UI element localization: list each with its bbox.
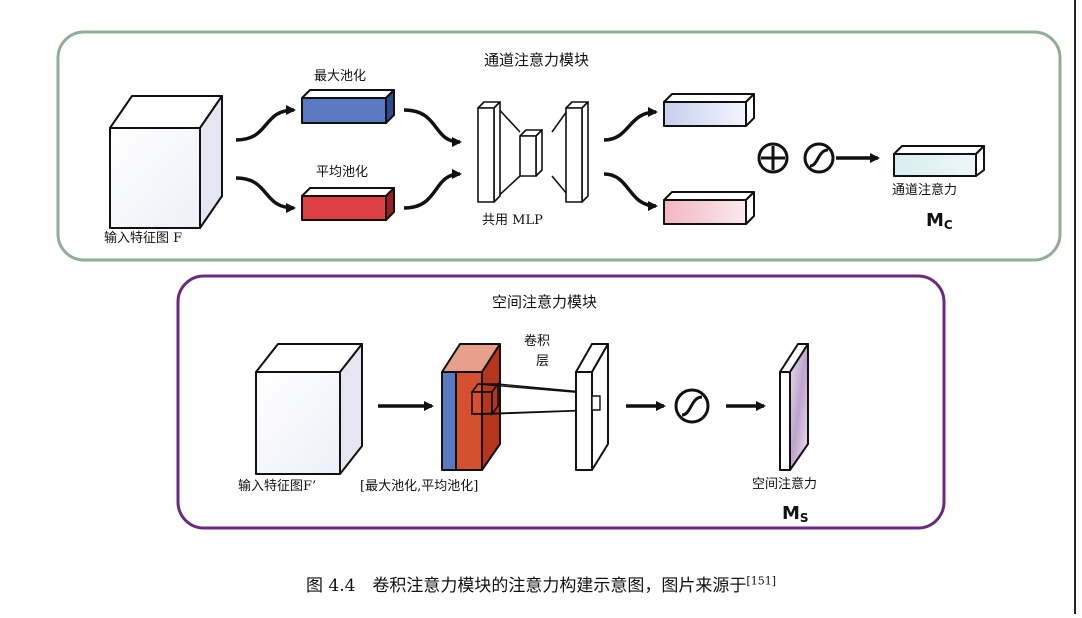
channel-module-frame xyxy=(56,30,1062,262)
add-operator-icon xyxy=(757,142,789,174)
spatial-module-frame xyxy=(176,274,946,530)
channel-input-label: 输入特征图 F xyxy=(104,231,183,246)
sigmoid-icon xyxy=(803,142,835,174)
shared-mlp xyxy=(477,101,589,203)
channel-attention-output-bar xyxy=(893,145,985,177)
avg-pool-bar xyxy=(301,187,395,221)
pooled-feature-maps xyxy=(441,343,501,471)
max-pool-label: 最大池化 xyxy=(314,69,367,84)
spatial-module-title: 空间注意力模块 xyxy=(492,293,598,311)
spatial-attention-symbol: MS xyxy=(782,503,809,525)
spatial-attention-output-slab xyxy=(779,343,809,471)
avg-pool-label: 平均池化 xyxy=(316,165,369,180)
spatial-attention-label: 空间注意力 xyxy=(752,477,818,492)
arrow-cube-to-maxpool xyxy=(235,105,296,142)
page-edge-line xyxy=(1074,0,1076,614)
arrow-mlp-to-out-bottom xyxy=(603,172,658,211)
arrow-mlp-to-out-top xyxy=(603,107,658,142)
max-pool-bar xyxy=(301,89,395,124)
arrow-cube-to-avgpool xyxy=(235,176,296,213)
mlp-output-avg-bar xyxy=(663,191,755,225)
spatial-sigmoid-icon xyxy=(674,388,710,424)
spatial-input-label: 输入特征图F’ xyxy=(238,479,317,494)
arrow-maxpool-to-mlp xyxy=(403,108,462,147)
channel-input-cube xyxy=(109,95,223,229)
channel-module-title: 通道注意力模块 xyxy=(484,51,590,69)
conv-layer-label-line2: 层 xyxy=(536,354,550,369)
pooled-maps-label: [最大池化,平均池化] xyxy=(360,479,479,494)
conv-output-slab xyxy=(575,343,609,471)
figure-caption: 图 4.4 卷积注意力模块的注意力构建示意图，图片来源于[151] xyxy=(305,574,777,596)
conv-layer-label-line1: 卷积 xyxy=(524,334,551,349)
channel-attention-label: 通道注意力 xyxy=(892,183,958,198)
mlp-output-max-bar xyxy=(663,93,755,127)
channel-attention-symbol: MC xyxy=(926,210,953,232)
spatial-input-cube xyxy=(255,343,363,475)
shared-mlp-label: 共用 MLP xyxy=(482,213,543,228)
arrow-avgpool-to-mlp xyxy=(403,169,462,210)
